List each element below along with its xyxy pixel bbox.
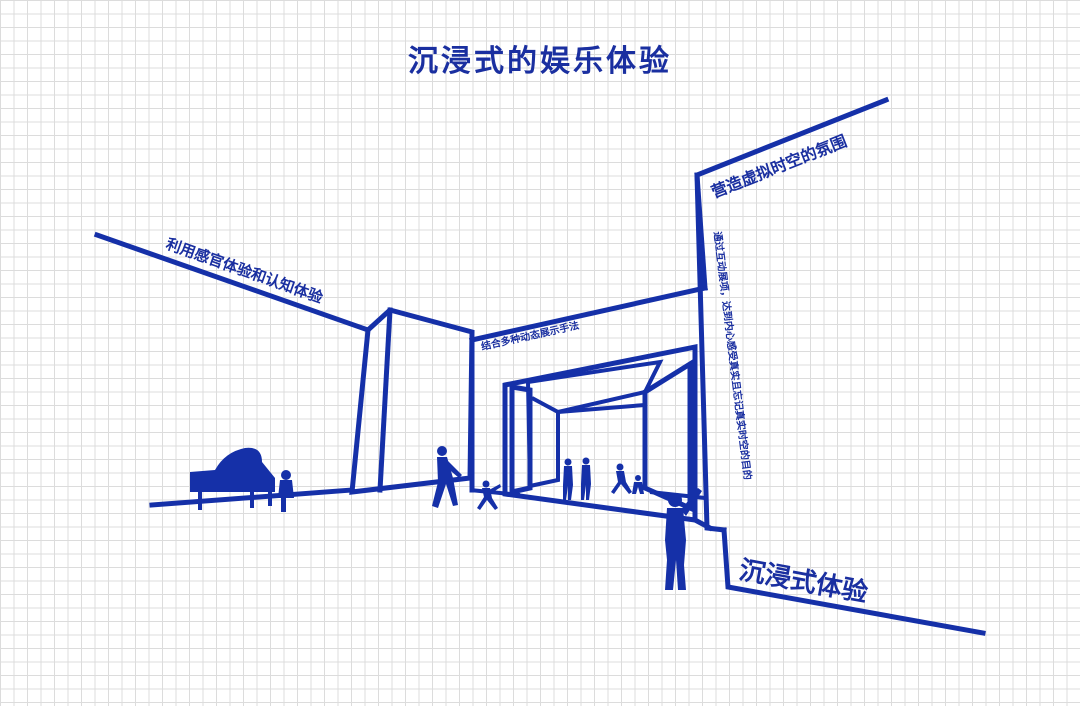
interactive-label: 通过互动展项，达到内心感受真实且忘记真实时空的目的 xyxy=(711,231,754,481)
pianist-icon xyxy=(278,470,294,512)
floor-line-center xyxy=(469,488,521,497)
right-wall-corner xyxy=(694,172,708,291)
inner-back-wall xyxy=(557,403,646,414)
right-wall-top-edge xyxy=(694,96,890,533)
right-wall-base xyxy=(691,516,714,532)
dancer-icon xyxy=(477,480,501,510)
walking-person-icon xyxy=(432,446,462,508)
front-left-block-edge xyxy=(377,307,393,493)
inner-corner xyxy=(531,396,559,414)
right-wall-floor-edge xyxy=(721,527,986,636)
mid-upper-wall xyxy=(469,285,708,343)
dancer-icon xyxy=(611,463,644,494)
left-wall-top-edge xyxy=(93,231,372,334)
page-title: 沉浸式的娱乐体验 xyxy=(408,44,672,79)
inner-opening xyxy=(525,359,664,489)
front-left-block xyxy=(349,307,475,495)
sensory-label: 利用感官体验和认知体验 xyxy=(164,235,326,307)
standing-person-icon xyxy=(563,457,591,500)
inner-frame-right-panel xyxy=(642,359,693,512)
pointing-person-icon xyxy=(665,488,702,590)
grand-piano-icon xyxy=(190,447,275,510)
